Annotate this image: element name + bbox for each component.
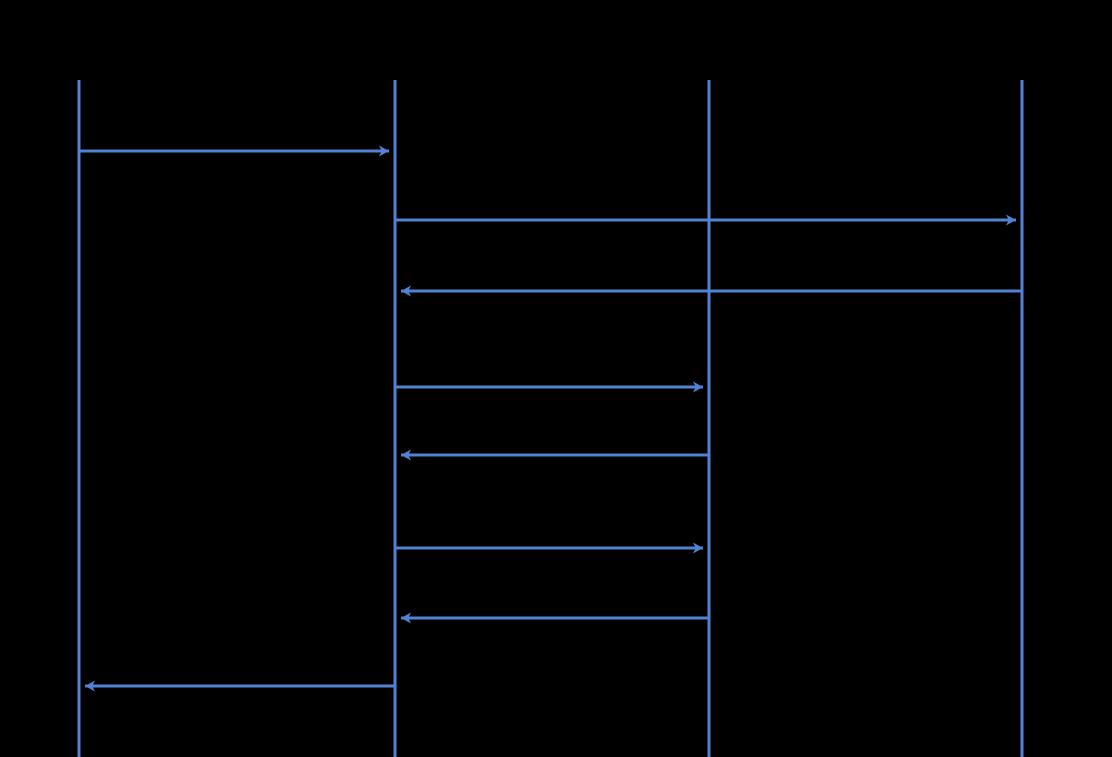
participant-p3[interactable]: [639, 30, 779, 70]
participant-box-p4[interactable]: [952, 30, 1092, 70]
participant-p4[interactable]: [952, 30, 1092, 70]
participant-p1[interactable]: [9, 30, 149, 70]
participant-headers: [9, 30, 1092, 70]
lifelines: [77, 80, 1024, 757]
participant-p2[interactable]: [325, 30, 465, 70]
participant-box-p2[interactable]: [325, 30, 465, 70]
participant-box-p1[interactable]: [9, 30, 149, 70]
messages: [79, 145, 1022, 692]
participant-box-p3[interactable]: [639, 30, 779, 70]
